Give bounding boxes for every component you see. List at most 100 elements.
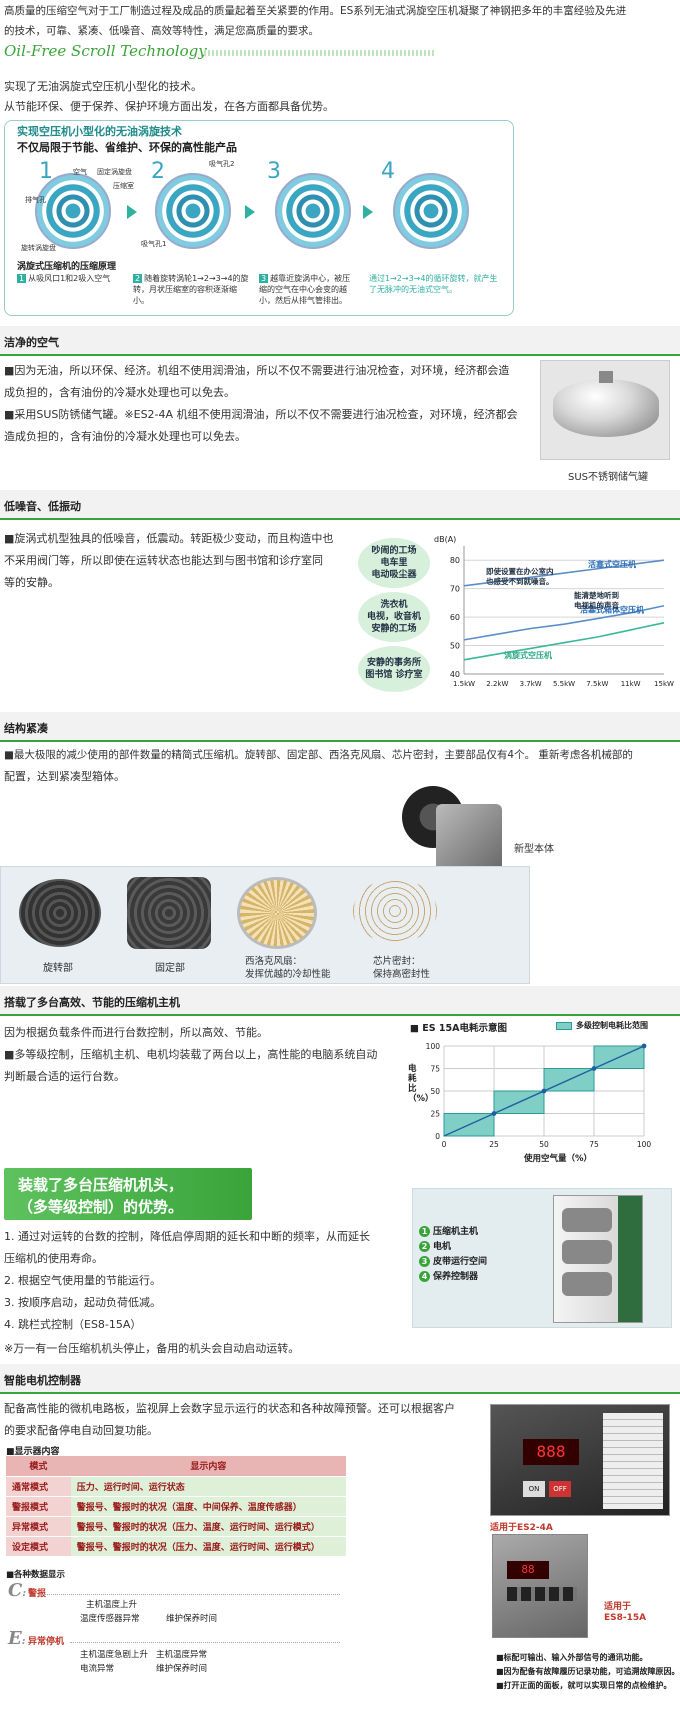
step-badge-1: 1: [17, 274, 27, 283]
noise-series-label: 活塞式空压机: [588, 559, 636, 569]
legend-swatch: [556, 1021, 572, 1030]
compact-title: 结构紧凑: [4, 722, 48, 735]
noise-bubble-medium: 洗衣机 电视，收音机 安静的工场: [358, 592, 430, 642]
cabinet-unit-1: [562, 1208, 612, 1232]
banner-line-1: 装载了多台压缩机机头，: [18, 1176, 184, 1194]
new-body-label: 新型本体: [514, 844, 554, 855]
noise-x-tick-label: 11kW: [621, 680, 641, 688]
scroll-diagram-4: [393, 173, 469, 249]
legend-label-3: 皮带运行空间: [433, 1257, 488, 1267]
noise-y-tick-label: 60: [450, 613, 460, 622]
noise-y-tick-label: 80: [450, 556, 460, 565]
row-4-content: 警报号、警报时的状况（压力、温度、运行时间、运行模式）: [70, 1536, 346, 1557]
advantage-2: 2. 根据空气使用量的节能运行。: [4, 1274, 161, 1287]
noise-x-tick-label: 3.7kW: [520, 680, 542, 688]
power-x-tick-label: 25: [489, 1140, 499, 1149]
clean-air-p1a: ■因为无油，所以环保、经济。机组不使用润滑油，所以不仅不需要进行油况检查，对环境…: [4, 364, 510, 377]
part-fan-image: [237, 877, 317, 949]
step-text-3-body: 越靠近旋涡中心，被压缩的空气在中心会变的越小，然后从排气管排出。: [259, 274, 351, 305]
power-point: [541, 1088, 547, 1094]
legend-label-1: 压缩机主机: [433, 1227, 479, 1237]
part-fan-label: 西洛克风扇： 发挥优越的冷却性能: [245, 956, 331, 980]
section-header-controller: 智能电机控制器: [0, 1364, 680, 1394]
advantage-note: ※万一有一台压缩机机头停止，备用的机头会自动启动运转。: [4, 1342, 300, 1355]
advantage-1b: 压缩机的使用寿命。: [4, 1252, 103, 1265]
panel1-on-button[interactable]: ON: [523, 1481, 545, 1497]
table-row: 警报模式警报号、警报时的状况（温度、中间保养、温度传感器）: [6, 1496, 346, 1517]
scroll-diagram-1: [35, 173, 111, 249]
row-4-mode: 设定模式: [6, 1536, 71, 1557]
panel2-buttons[interactable]: [507, 1587, 577, 1601]
power-chart-xlabel: 使用空气量（%）: [524, 1154, 593, 1164]
noise-x-tick-label: 5.5kW: [553, 680, 575, 688]
fault-item-3: 电流异常: [80, 1664, 115, 1674]
power-x-tick-label: 100: [637, 1140, 652, 1149]
section-header-clean-air: 洁净的空气: [0, 326, 680, 356]
power-y-tick-label: 50: [430, 1087, 440, 1096]
noise-annotation: 电视机的声音: [574, 600, 619, 610]
step-number-4: 4: [381, 159, 395, 184]
alarm-item-3: 维护保养时间: [166, 1614, 218, 1624]
power-x-tick-label: 0: [442, 1140, 447, 1149]
parts-panel: 旋转部 固定部 西洛克风扇： 发挥优越的冷却性能 芯片密封： 保持高密封性: [0, 866, 530, 984]
scroll-diagram-2: [155, 173, 231, 249]
noise-annotation: 也感受不到就噪音。: [486, 576, 554, 586]
panel1-display: 888: [523, 1439, 579, 1465]
controller-p1: 配备高性能的微机电路板，监视屏上会数字显示运行的状态和各种故障预警。还可以根据客…: [4, 1402, 455, 1415]
scroll-box-subtitle: 不仅局限于节能、省维护、环保的高性能产品: [17, 141, 237, 154]
fault-item-1: 主机温度急剧上升: [80, 1650, 149, 1660]
legend-num-3: 3: [419, 1256, 430, 1267]
machine-cabinet: [553, 1195, 643, 1323]
step-text-4: 通过1→2→3→4的循环旋转，就产生了无脉冲的无油式空气。: [369, 273, 499, 295]
section-header-compact: 结构紧凑: [0, 712, 680, 742]
panel1-label-sheet: [603, 1413, 663, 1509]
power-point: [591, 1066, 597, 1071]
part-seal-image: [353, 879, 437, 943]
legend-num-4: 4: [419, 1271, 430, 1282]
label-orbiting-scroll: 旋转涡旋盘: [21, 244, 56, 252]
noise-x-tick-label: 1.5kW: [453, 680, 475, 688]
compact-p1: ■最大极限的减少使用的部件数量的精简式压缩机。旋转部、固定部、西洛克风扇、芯片密…: [4, 749, 633, 761]
label-compression-chamber: 压缩室: [113, 182, 134, 190]
noise-x-tick-label: 7.5kW: [586, 680, 608, 688]
intro-line-3: 实现了无油涡旋式空压机小型化的技术。: [4, 80, 202, 93]
alarm-divider: [40, 1594, 340, 1595]
noise-y-tick-label: 50: [450, 642, 460, 651]
controller-note-3: ■打开正面的面板，就可以实现日常的点检维护。: [496, 1681, 672, 1690]
alarm-label: 警报: [28, 1589, 47, 1599]
row-3-mode: 异常模式: [6, 1516, 71, 1537]
part-fixed-label: 固定部: [155, 963, 185, 974]
low-noise-title: 低噪音、低振动: [4, 500, 81, 513]
display-table-title: ■显示器内容: [6, 1447, 60, 1457]
bubble-medium-text: 洗衣机 电视，收音机 安静的工场: [366, 600, 421, 634]
controller-note-2: ■因为配备有故障履历记录功能，可追溯故障原因。: [496, 1667, 680, 1676]
row-2-content: 警报号、警报时的状况（温度、中间保养、温度传感器）: [70, 1496, 346, 1517]
part-orbiting-image: [19, 879, 101, 947]
arrow-2: [245, 205, 255, 219]
low-noise-p3: 等的安静。: [4, 576, 59, 589]
legend-num-2: 2: [419, 1241, 430, 1252]
tank-body: [553, 379, 659, 437]
controller-note-1: ■标配可输出、输入外部信号的通讯功能。: [496, 1653, 648, 1662]
banner-line-2: （多等级控制）的优势。: [18, 1198, 184, 1216]
table-row: 异常模式警报号、警报时的状况（压力、温度、运行时间、运行模式）: [6, 1516, 346, 1537]
advantage-4: 4. 跳栏式控制（ES8-15A）: [4, 1318, 142, 1331]
noise-series-line: [463, 622, 665, 661]
controller-p2: 的要求配备停电自动回复功能。: [4, 1424, 158, 1437]
fault-item-4: 维护保养时间: [156, 1664, 208, 1674]
legend-num-1: 1: [419, 1226, 430, 1237]
legend-label-2: 电机: [433, 1242, 452, 1252]
label-air: 空气: [73, 168, 87, 176]
panel1-off-button[interactable]: OFF: [549, 1481, 571, 1497]
table-row: 设定模式警报号、警报时的状况（压力、温度、运行时间、运行模式）: [6, 1536, 346, 1557]
noise-series-line: [463, 559, 665, 587]
power-chart-title: ■ ES 15A电耗示意图: [410, 1023, 507, 1034]
tech-title-text: Oil-Free Scroll Technology: [4, 42, 207, 60]
cabinet-side-panel: [618, 1196, 642, 1322]
advantage-3: 3. 按顺序启动，起动负荷低减。: [4, 1296, 161, 1309]
section-header-low-noise: 低噪音、低振动: [0, 490, 680, 520]
